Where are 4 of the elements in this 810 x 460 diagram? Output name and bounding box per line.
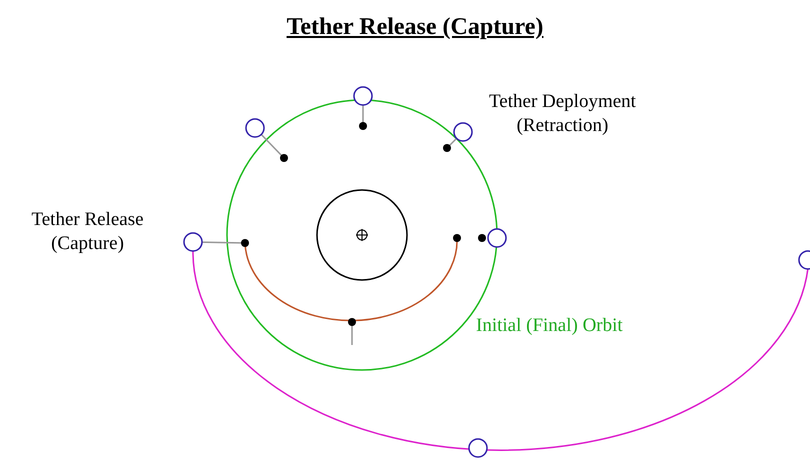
orbit-label: Initial (Final) Orbit	[476, 314, 624, 338]
part-label: Tether Release (Capture)	[30, 208, 145, 256]
part-label: Tether Deployment (Retraction)	[488, 90, 637, 138]
diagram-title: Tether Release (Capture)	[286, 13, 544, 42]
